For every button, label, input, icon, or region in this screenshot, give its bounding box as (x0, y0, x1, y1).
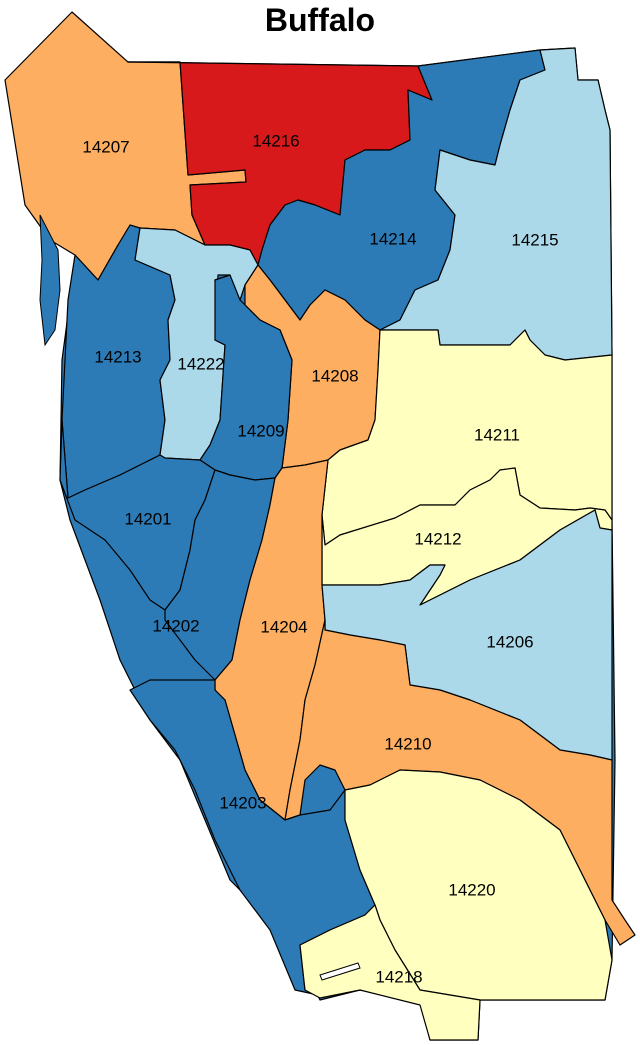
zip-label-14206: 14206 (486, 632, 533, 651)
map-title: Buffalo (264, 2, 376, 38)
zip-label-14201: 14201 (124, 509, 171, 528)
zip-region-14218[interactable] (299, 904, 481, 1041)
zip-label-14220: 14220 (448, 880, 495, 899)
zip-label-14210: 14210 (384, 734, 431, 753)
zip-label-14215: 14215 (511, 230, 558, 249)
zip-label-14203: 14203 (219, 793, 266, 812)
river-island (39, 214, 61, 347)
zip-label-14222: 14222 (177, 354, 224, 373)
zip-label-14212: 14212 (414, 529, 461, 548)
zip-label-14218: 14218 (375, 967, 422, 986)
zip-label-14216: 14216 (252, 131, 299, 150)
zip-label-14209: 14209 (237, 421, 284, 440)
zip-label-14211: 14211 (474, 425, 520, 444)
water-inlet (319, 962, 361, 981)
zip-label-14204: 14204 (260, 617, 307, 636)
zip-label-14213: 14213 (94, 347, 141, 366)
zip-label-14214: 14214 (369, 229, 416, 248)
zip-label-14202: 14202 (152, 616, 199, 635)
zip-label-14207: 14207 (82, 137, 129, 156)
zip-label-14208: 14208 (311, 366, 358, 385)
